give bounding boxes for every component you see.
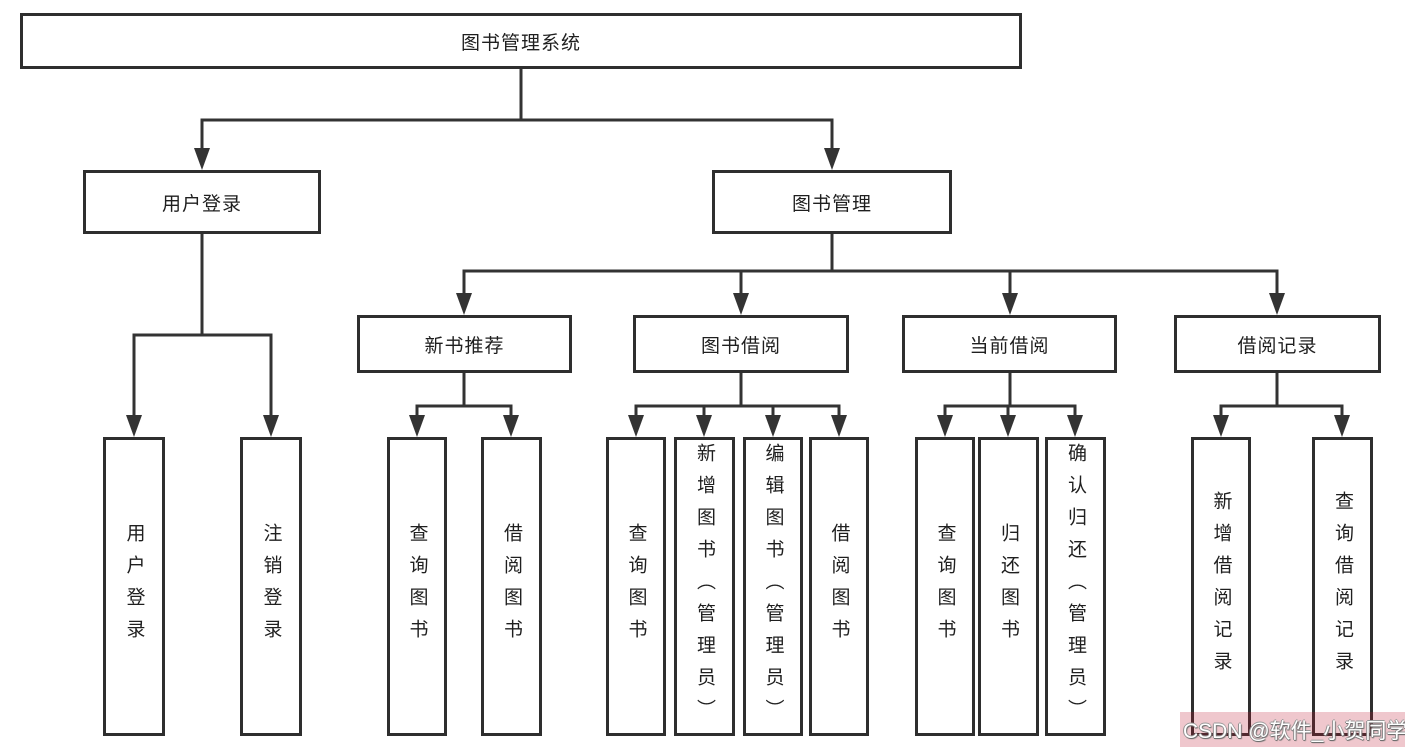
leaf-logout: 注销登录 xyxy=(240,437,302,736)
node-root: 图书管理系统 xyxy=(20,13,1022,69)
connector-book-mgmt-children xyxy=(456,234,1285,315)
leaf-query-books-borrow: 查询图书 xyxy=(606,437,666,736)
node-new-book-rec: 新书推荐 xyxy=(357,315,572,373)
leaf-query-borrow-record: 查询借阅记录 xyxy=(1312,437,1373,736)
watermark: CSDN @软件_小贺同学 xyxy=(1180,712,1405,747)
node-book-borrow: 图书借阅 xyxy=(633,315,849,373)
leaf-borrow-books: 借阅图书 xyxy=(809,437,869,736)
connector-user-login-children xyxy=(126,234,279,437)
connector-borrow-records-children xyxy=(1213,373,1350,437)
node-user-login: 用户登录 xyxy=(83,170,321,234)
leaf-edit-books-admin: 编辑图书（管理员） xyxy=(743,437,803,736)
connector-root-to-level2 xyxy=(194,69,840,170)
connector-book-borrow-children xyxy=(628,373,847,437)
leaf-user-login: 用户登录 xyxy=(103,437,165,736)
leaf-query-books-rec: 查询图书 xyxy=(387,437,447,736)
node-current-borrow: 当前借阅 xyxy=(902,315,1117,373)
node-book-mgmt: 图书管理 xyxy=(712,170,952,234)
node-borrow-records: 借阅记录 xyxy=(1174,315,1381,373)
connector-new-book-rec-children xyxy=(409,373,519,437)
leaf-query-books-current: 查询图书 xyxy=(915,437,975,736)
leaf-borrow-books-rec: 借阅图书 xyxy=(481,437,542,736)
watermark-text: CSDN @软件_小贺同学 xyxy=(1183,719,1405,743)
leaf-confirm-return-admin: 确认归还（管理员） xyxy=(1045,437,1106,736)
leaf-return-books: 归还图书 xyxy=(978,437,1039,736)
leaf-add-books-admin: 新增图书（管理员） xyxy=(674,437,735,736)
leaf-add-borrow-record: 新增借阅记录 xyxy=(1191,437,1251,736)
connector-current-borrow-children xyxy=(937,373,1083,437)
